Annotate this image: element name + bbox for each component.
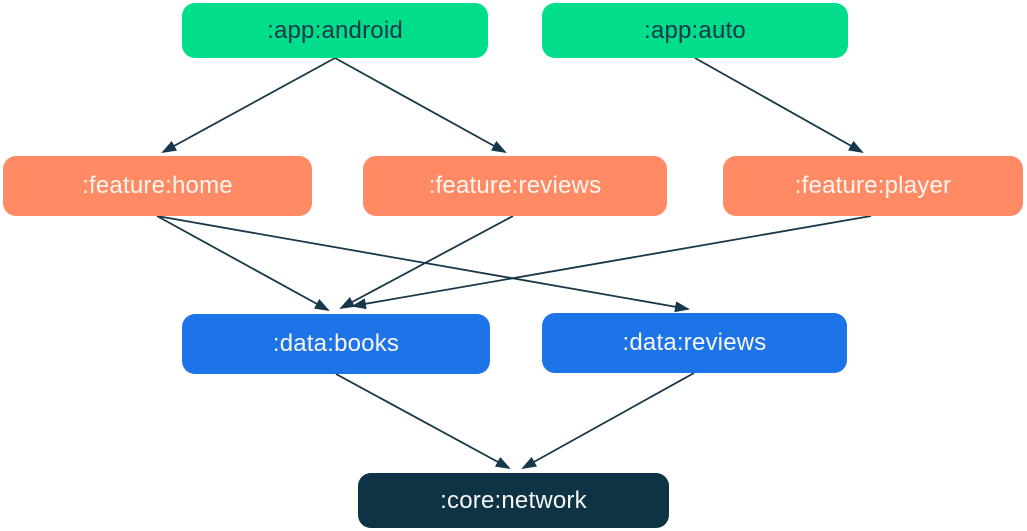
edge-app-auto-to-feature-player [694, 57, 864, 153]
node-feature-player: :feature:player [723, 156, 1023, 216]
edge-feature-player-to-data-books [351, 215, 872, 310]
node-core-network: :core:network [358, 473, 669, 528]
node-data-books: :data:books [182, 314, 490, 374]
edge-data-reviews-to-core-network [521, 372, 695, 469]
node-feature-reviews: :feature:reviews [363, 156, 667, 216]
node-data-reviews: :data:reviews [542, 313, 847, 373]
edge-data-books-to-core-network [335, 373, 511, 469]
node-label: :feature:player [794, 172, 952, 199]
node-label: :data:reviews [622, 329, 767, 356]
node-label: :app:auto [644, 16, 746, 44]
edge-app-android-to-feature-home [161, 57, 336, 153]
node-label: :data:books [272, 330, 400, 357]
node-label: :core:network [440, 486, 587, 514]
edge-app-android-to-feature-reviews [334, 57, 507, 153]
node-feature-home: :feature:home [3, 156, 312, 216]
node-label: :app:android [267, 16, 403, 44]
edge-feature-home-to-data-reviews [156, 215, 690, 313]
node-app-android: :app:android [182, 3, 488, 58]
edge-feature-reviews-to-data-books [339, 215, 514, 309]
node-label: :feature:home [82, 172, 233, 199]
node-app-auto: :app:auto [542, 3, 848, 58]
edge-feature-home-to-data-books [156, 215, 330, 311]
node-label: :feature:reviews [428, 172, 602, 199]
